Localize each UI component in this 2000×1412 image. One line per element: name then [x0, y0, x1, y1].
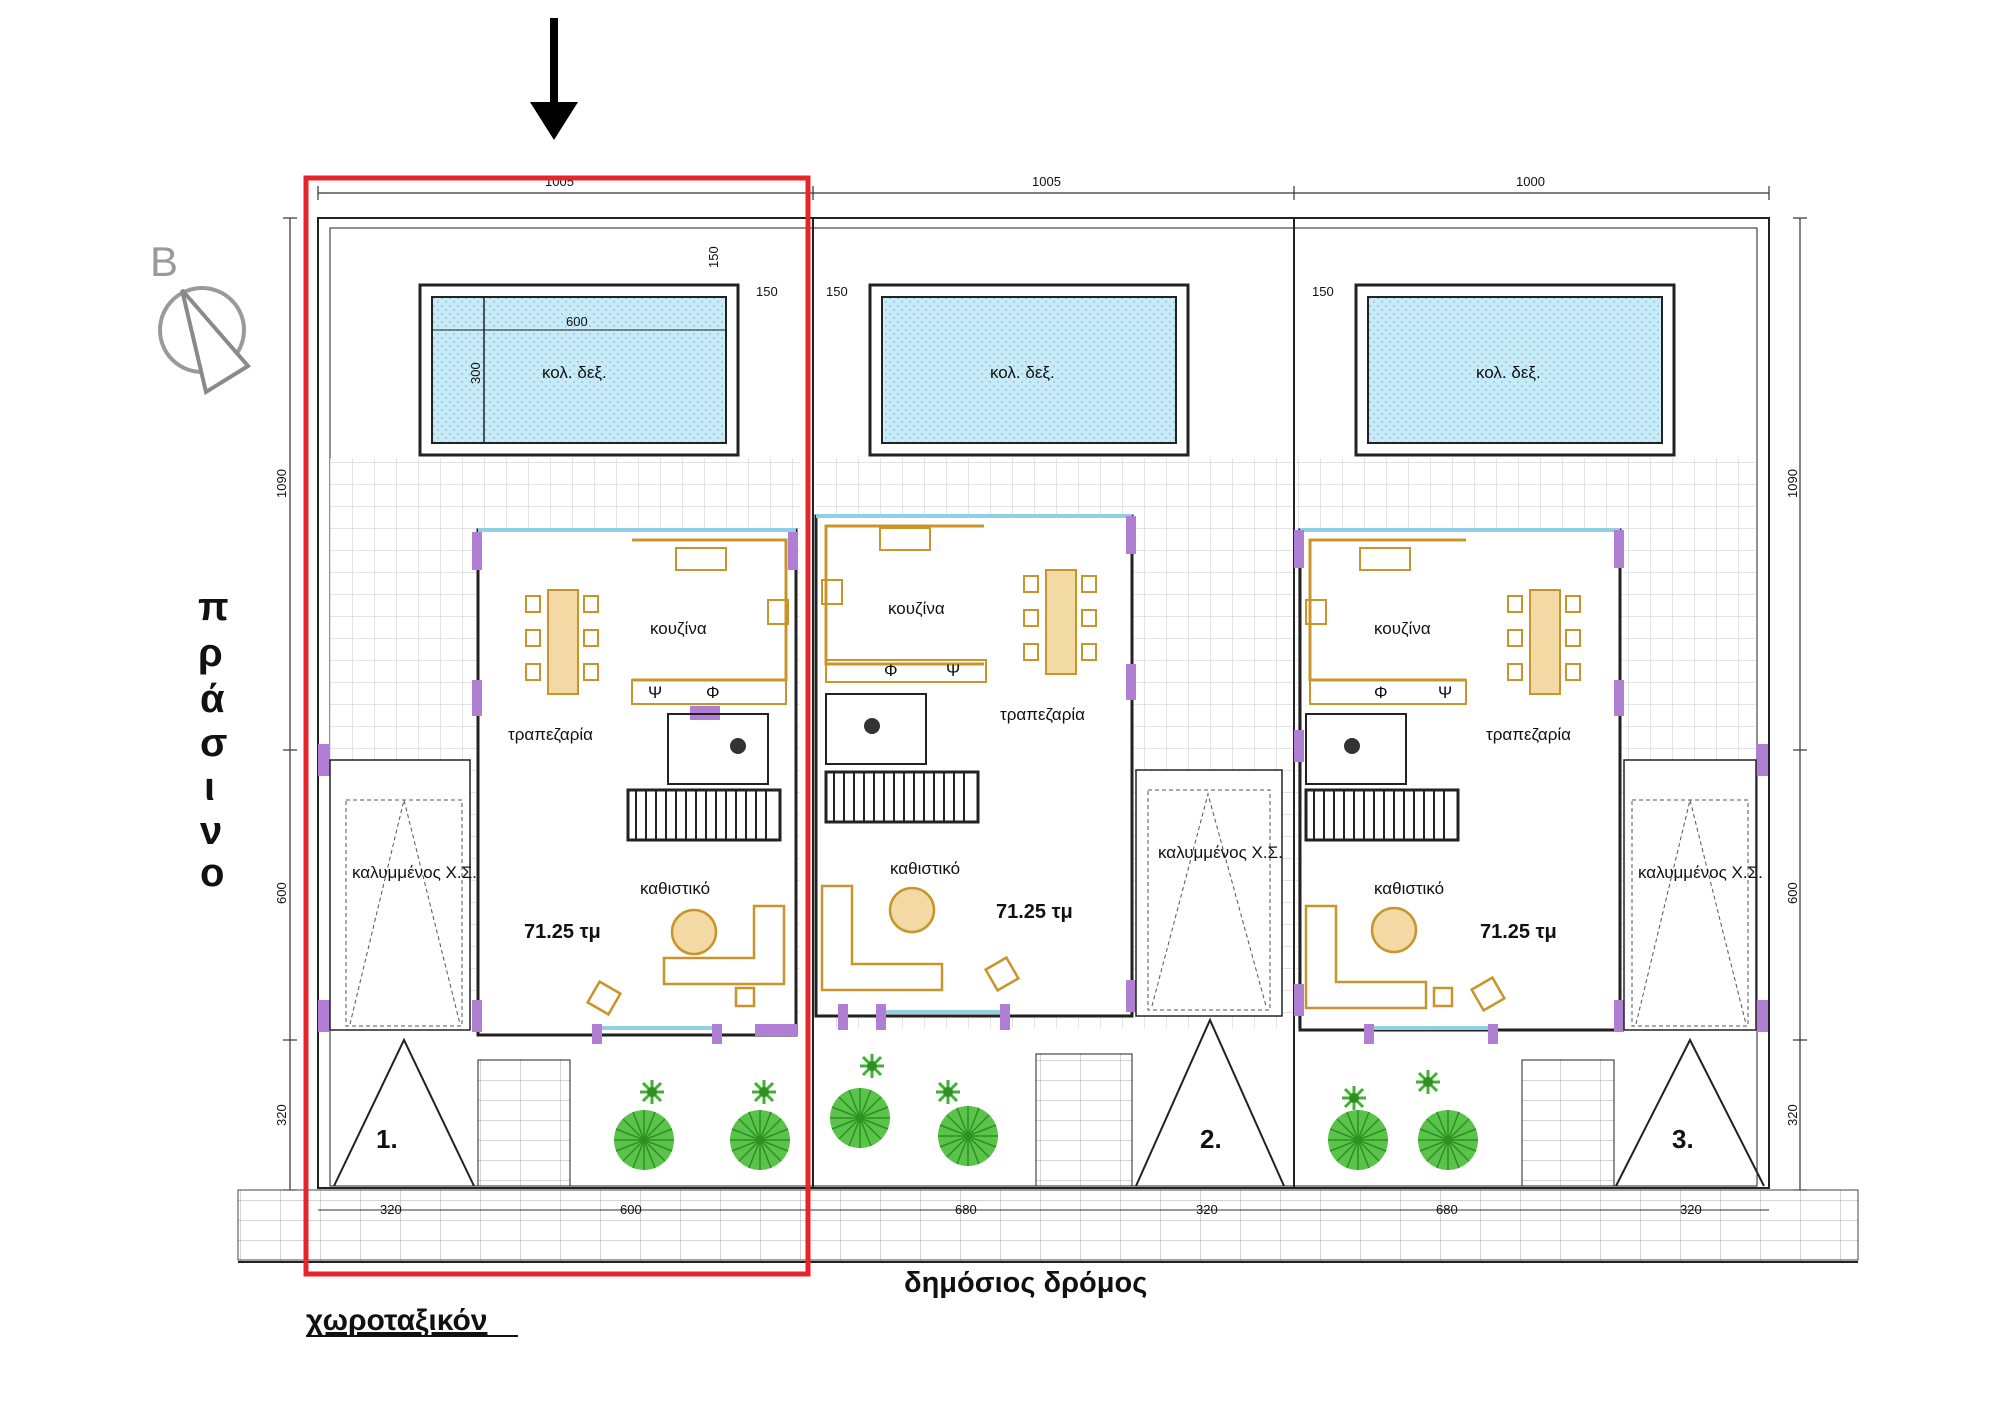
oven-label-3: Φ: [1374, 683, 1388, 702]
dim-pool-offset-2: 150: [826, 284, 848, 299]
top-dimension-line: [317, 186, 1770, 200]
parking-3: [1623, 759, 1757, 1031]
side-label-green: π ρ ά σ ι ν ο: [198, 585, 229, 895]
road-label: δημόσιος δρόμος: [904, 1267, 1147, 1299]
stairs-3: [1304, 713, 1460, 842]
living-label-3: καθιστικό: [1374, 879, 1444, 898]
stairs-2: [824, 693, 980, 824]
dining-table-3: [1507, 589, 1581, 695]
svg-text:ρ: ρ: [198, 631, 223, 675]
dim-top-3: 1000: [1516, 174, 1545, 189]
dim-right-1090: 1090: [1785, 469, 1800, 498]
sofa-1: [585, 904, 786, 1017]
dim-pool-offset-1: 150: [756, 284, 778, 299]
plan-title: χωροταξικόν: [306, 1304, 487, 1337]
parking-label-3: καλυμμένος Χ.Σ.: [1638, 863, 1763, 882]
oven-label-1: Φ: [706, 683, 720, 702]
north-arrow-icon: B: [150, 238, 252, 396]
dim-bottom-1: 320: [380, 1202, 402, 1217]
dim-right-600: 600: [1785, 882, 1800, 904]
dim-bottom-6: 320: [1680, 1202, 1702, 1217]
dim-bottom-4: 320: [1196, 1202, 1218, 1217]
dining-label-1: τραπεζαρία: [508, 725, 593, 744]
dim-bottom-5: 680: [1436, 1202, 1458, 1217]
kitchen-label-2: κουζίνα: [888, 599, 945, 618]
area-label-3: 71.25 τμ: [1480, 921, 1557, 943]
house-unit-1: [476, 528, 798, 1037]
area-label-1: 71.25 τμ: [524, 921, 601, 943]
dining-table-1: [525, 589, 599, 695]
house-unit-3: [1298, 528, 1622, 1032]
pool-unit-3: [1367, 296, 1663, 444]
area-label-2: 71.25 τμ: [996, 901, 1073, 923]
dining-table-2: [1023, 569, 1097, 675]
oven-label-2: Φ: [884, 661, 898, 680]
unit-number-3: 3.: [1672, 1124, 1694, 1154]
fridge-label-1: Ψ: [648, 683, 662, 702]
svg-text:ι: ι: [204, 765, 215, 809]
svg-text:ά: ά: [200, 677, 225, 721]
north-label: B: [150, 238, 178, 285]
parking-2: [1135, 769, 1283, 1017]
svg-text:ν: ν: [200, 809, 222, 853]
kitchen-label-3: κουζίνα: [1374, 619, 1431, 638]
pointer-arrow-icon: [530, 18, 578, 140]
dim-pool-width: 300: [468, 362, 483, 384]
road-paving: [237, 1189, 1859, 1263]
fridge-label-3: Ψ: [1438, 683, 1452, 702]
stairs-1: [626, 713, 782, 842]
sofa-3: [1304, 904, 1507, 1013]
parking-label-2: καλυμμένος Χ.Σ.: [1158, 843, 1283, 862]
dim-left-1090: 1090: [274, 469, 289, 498]
parking-label-1: καλυμμένος Χ.Σ.: [352, 863, 477, 882]
svg-text:ο: ο: [200, 851, 224, 895]
svg-text:σ: σ: [200, 721, 227, 765]
unit-1: 600 300 150 150 κολ. δεξ. Ψ Φ κουζίνα τ: [318, 246, 800, 1187]
house-unit-2: [814, 514, 1134, 1018]
dim-pool-top: 150: [706, 246, 721, 268]
kitchen-label-1: κουζίνα: [650, 619, 707, 638]
pool-unit-2: [881, 296, 1177, 444]
unit-number-2: 2.: [1200, 1124, 1222, 1154]
dining-label-2: τραπεζαρία: [1000, 705, 1085, 724]
left-dimension-line: [283, 217, 297, 1191]
dim-top-2: 1005: [1032, 174, 1061, 189]
unit-2: 150 κολ. δεξ. Φ Ψ κουζίνα τραπεζαρία: [814, 283, 1293, 1187]
pool-label-3: κολ. δεξ.: [1476, 363, 1541, 382]
dim-right-320: 320: [1785, 1104, 1800, 1126]
dim-left-600: 600: [274, 882, 289, 904]
right-dimension-line: [1793, 217, 1807, 1191]
pool-label-1: κολ. δεξ.: [542, 363, 607, 382]
dim-bottom-3: 680: [955, 1202, 977, 1217]
dim-pool-length: 600: [566, 314, 588, 329]
living-label-2: καθιστικό: [890, 859, 960, 878]
parking-1: [329, 759, 471, 1031]
unit-3: 150 κολ. δεξ. Φ Ψ κουζίνα τραπεζαρία: [1294, 283, 1768, 1187]
dim-bottom-2: 600: [620, 1202, 642, 1217]
dim-pool-offset-3: 150: [1312, 284, 1334, 299]
pool-label-2: κολ. δεξ.: [990, 363, 1055, 382]
sofa-2: [820, 884, 1021, 993]
dim-left-320: 320: [274, 1104, 289, 1126]
svg-text:π: π: [198, 585, 229, 629]
dining-label-3: τραπεζαρία: [1486, 725, 1571, 744]
unit-number-1: 1.: [376, 1124, 398, 1154]
fridge-label-2: Ψ: [946, 661, 960, 680]
pool-unit-1: [431, 296, 727, 444]
highlight-frame: [303, 175, 811, 1277]
living-label-1: καθιστικό: [640, 879, 710, 898]
